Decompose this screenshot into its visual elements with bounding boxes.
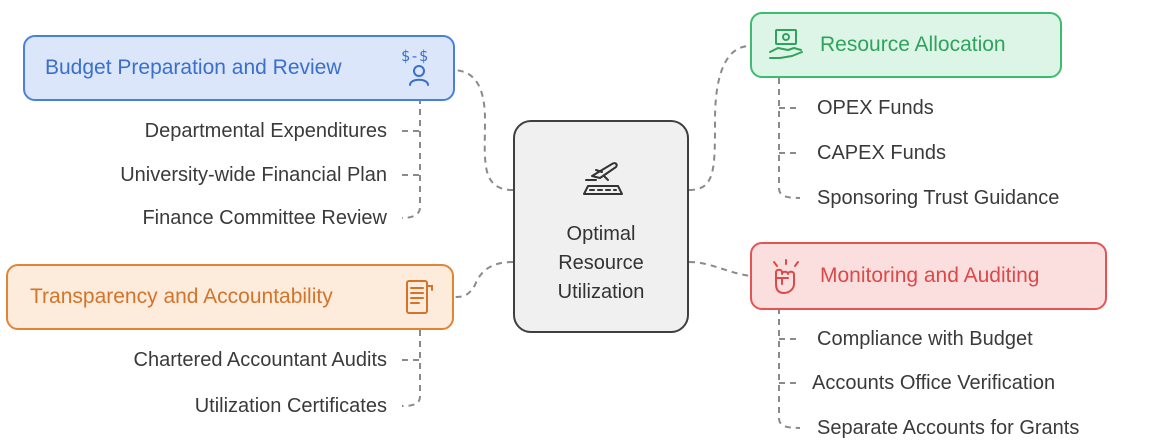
svg-text:$-$: $-$ xyxy=(401,47,428,65)
transparency-item-2: Utilization Certificates xyxy=(194,395,387,417)
fist-icon xyxy=(768,258,804,301)
budget-preparation-label: Budget Preparation and Review xyxy=(45,56,342,79)
budget-item-2: University-wide Financial Plan xyxy=(120,164,387,186)
monitoring-item-1: Compliance with Budget xyxy=(817,328,1033,350)
ticket-plane-icon xyxy=(582,156,624,203)
resource-allocation-label: Resource Allocation xyxy=(820,33,1006,56)
transparency-label: Transparency and Accountability xyxy=(30,285,333,308)
transparency-node: Transparency and Accountability xyxy=(6,264,454,330)
allocation-item-2: CAPEX Funds xyxy=(817,142,946,164)
transparency-item-1: Chartered Accountant Audits xyxy=(133,349,388,371)
budget-preparation-node: Budget Preparation and Review $-$ xyxy=(23,35,455,101)
monitoring-item-3: Separate Accounts for Grants xyxy=(817,417,1080,439)
money-hand-icon xyxy=(768,28,804,69)
center-line-3: Utilization xyxy=(557,281,645,303)
center-line-1: Optimal xyxy=(566,223,636,245)
budget-review-icon: $-$ xyxy=(399,45,439,96)
allocation-item-3: Sponsoring Trust Guidance xyxy=(817,187,1060,209)
center-line-2: Resource xyxy=(558,252,644,274)
document-list-icon xyxy=(402,278,434,323)
budget-item-1: Departmental Expenditures xyxy=(144,120,387,142)
budget-item-3: Finance Committee Review xyxy=(142,207,387,229)
center-node: Optimal Resource Utilization xyxy=(513,120,689,333)
allocation-item-1: OPEX Funds xyxy=(817,97,934,119)
resource-allocation-node: Resource Allocation xyxy=(750,12,1062,78)
monitoring-node: Monitoring and Auditing xyxy=(750,242,1107,310)
monitoring-label: Monitoring and Auditing xyxy=(820,264,1040,287)
monitoring-item-2: Accounts Office Verification xyxy=(812,372,1056,394)
